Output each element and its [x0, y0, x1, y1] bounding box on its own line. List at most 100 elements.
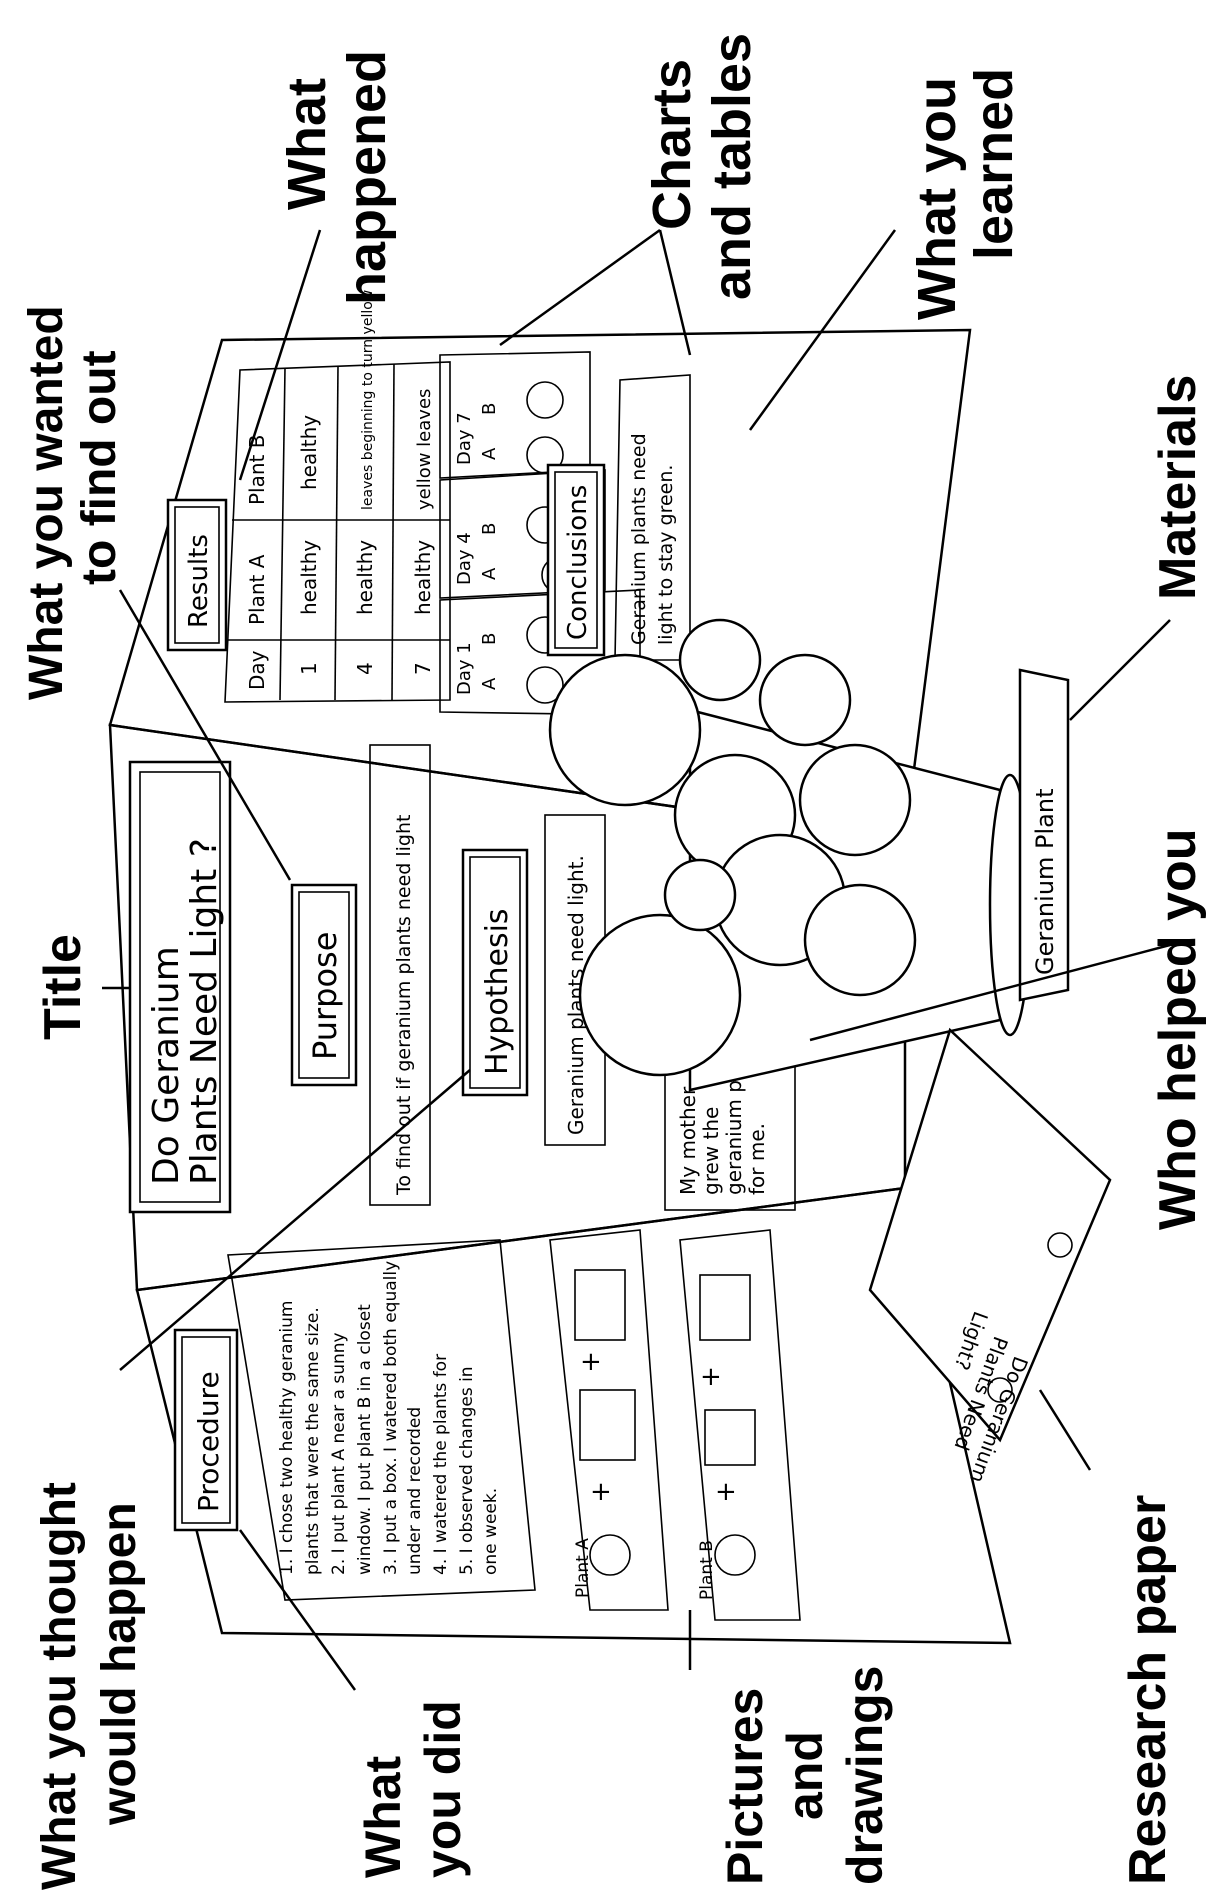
picture-strip-b [679, 1229, 801, 1621]
row-3-day: 7 [411, 662, 435, 675]
procedure-text-box [227, 1239, 536, 1601]
board-title-line-2: Plants Need Light ? [184, 838, 225, 1185]
day-7-a: A [479, 447, 500, 460]
procedure-line-3: 2. I put plant A near a sunny [329, 1332, 349, 1575]
callout-who-helped: Who helped you [1149, 828, 1207, 1230]
results-table: Day Plant A Plant B 1 healthy healthy 4 … [224, 290, 451, 703]
procedure-line-2: plants that were the same size. [303, 1307, 323, 1575]
left-panel-content: Procedure 1. I chose two healthy geraniu… [173, 1229, 801, 1621]
callout-learned-line-1: What you [907, 77, 967, 320]
leader-daypanels [658, 229, 692, 356]
procedure-line-1: 1. I chose two healthy geranium [277, 1301, 297, 1575]
callout-pictures-line-3: drawings [837, 1666, 893, 1885]
day-4-b: B [479, 523, 500, 535]
callout-wanted-line-1: What you wanted [20, 305, 73, 700]
results-heading: Results [184, 534, 214, 628]
plant-b-drawing-icon [714, 1534, 756, 1576]
callout-leaders [102, 228, 1171, 1691]
picture-strip-a [549, 1229, 669, 1611]
row-2-b: leaves beginning to turn yellow [360, 290, 376, 510]
ring-binder-icon [1047, 1232, 1073, 1258]
leader-purpose [118, 589, 292, 881]
col-header-plant-a: Plant A [245, 554, 269, 625]
geranium-plant-illustration: Geranium Plant [548, 618, 1070, 1092]
plant-b-label: Plant B [697, 1540, 717, 1600]
conclusions-text-box [614, 374, 691, 661]
ring-binder-icon-2 [987, 1377, 1013, 1403]
col-header-plant-b: Plant B [245, 435, 269, 505]
leader-materials [1069, 619, 1171, 721]
callout-did-line-1: What [355, 1755, 411, 1878]
hypothesis-heading-box [461, 848, 529, 1097]
title-box [128, 760, 232, 1214]
leader-results [238, 229, 322, 481]
plant-a-drawing-icon [589, 1534, 631, 1576]
col-header-day: Day [245, 650, 269, 690]
procedure-line-8: 5. I observed changes in [457, 1366, 477, 1575]
callout-charts-line-1: Charts [642, 59, 702, 230]
svg-text:+: + [590, 1477, 612, 1507]
callout-research-paper: Research paper [1119, 1495, 1177, 1885]
callout-labels: Title What you wanted to find out What h… [20, 33, 1207, 1890]
callout-happened-line-1: What [277, 78, 337, 210]
row-1-a: healthy [297, 540, 321, 615]
day-7-b-pot-icon [526, 381, 564, 419]
day-4-label: Day 4 [454, 532, 475, 585]
procedure-line-6: under and recorded [405, 1407, 425, 1575]
box-icon [704, 1409, 756, 1466]
row-3-b: yellow leaves [414, 389, 435, 510]
day-4-a: A [479, 567, 500, 580]
purpose-heading-box [290, 883, 358, 1087]
day-7-b: B [479, 403, 500, 415]
procedure-line-5: 3. I put a box. I watered both equally [381, 1261, 401, 1575]
callout-pictures-line-2: and [777, 1731, 833, 1820]
board-title-line-1: Do Geranium [146, 946, 187, 1185]
conclusions-line-2: light to stay green. [655, 465, 677, 645]
purpose-text: To find out if geranium plants need ligh… [393, 815, 415, 1196]
procedure-heading-box [173, 1328, 239, 1532]
callout-did-line-2: you did [415, 1700, 471, 1878]
callout-thought-line-2: would happen [93, 1502, 146, 1826]
watering-can-icon [574, 1269, 626, 1341]
day-panels: Day 1 A B Day 4 A B Day 7 A B [439, 351, 641, 716]
hypothesis-heading: Hypothesis [480, 908, 515, 1075]
day-7-a-pot-icon [526, 436, 564, 474]
material-label: Geranium Plant [1031, 788, 1059, 975]
callout-charts-line-2: and tables [702, 33, 762, 300]
callout-happened-line-2: happened [337, 50, 397, 305]
conclusions-heading-box [546, 463, 606, 657]
procedure-line-4: window. I put plant B in a closet [355, 1304, 375, 1575]
day-7-label: Day 7 [454, 412, 475, 465]
leader-conclusions [748, 229, 897, 431]
row-2-day: 4 [353, 662, 377, 675]
callout-wanted-line-2: to find out [73, 350, 126, 585]
row-2-a: healthy [353, 540, 377, 615]
booklet-cover [868, 1027, 1112, 1443]
row-1-b: healthy [297, 415, 321, 490]
row-3-a: healthy [411, 540, 435, 615]
day-1-a-pot-icon [526, 666, 564, 704]
material-label-card [1018, 668, 1070, 1002]
row-1-day: 1 [297, 662, 321, 675]
flower-cluster-icons [548, 618, 917, 1077]
leader-procedure [238, 1529, 357, 1691]
procedure-line-9: one week. [481, 1488, 501, 1575]
leader-hypothesis [119, 1069, 471, 1371]
watering-can-b-icon [699, 1274, 751, 1341]
purpose-heading: Purpose [306, 932, 344, 1060]
day-1-b: B [479, 633, 500, 645]
callout-title: Title [34, 934, 92, 1040]
conclusions-heading: Conclusions [563, 485, 593, 640]
callout-pictures-line-1: Pictures [717, 1688, 773, 1885]
callout-learned-line-2: learned [964, 68, 1024, 260]
day-1-a: A [479, 677, 500, 690]
conclusions-line-1: Geranium plants need [628, 433, 650, 645]
helper-line-1: My mother [676, 1086, 700, 1195]
procedure-line-7: 4. I watered the plants for [431, 1354, 451, 1575]
callout-thought-line-1: What you thought [33, 1482, 86, 1890]
leader-helped [809, 943, 1171, 1042]
procedure-lines: 1. I chose two healthy geranium plants t… [277, 1261, 501, 1575]
helper-line-2: grew the [699, 1107, 723, 1195]
